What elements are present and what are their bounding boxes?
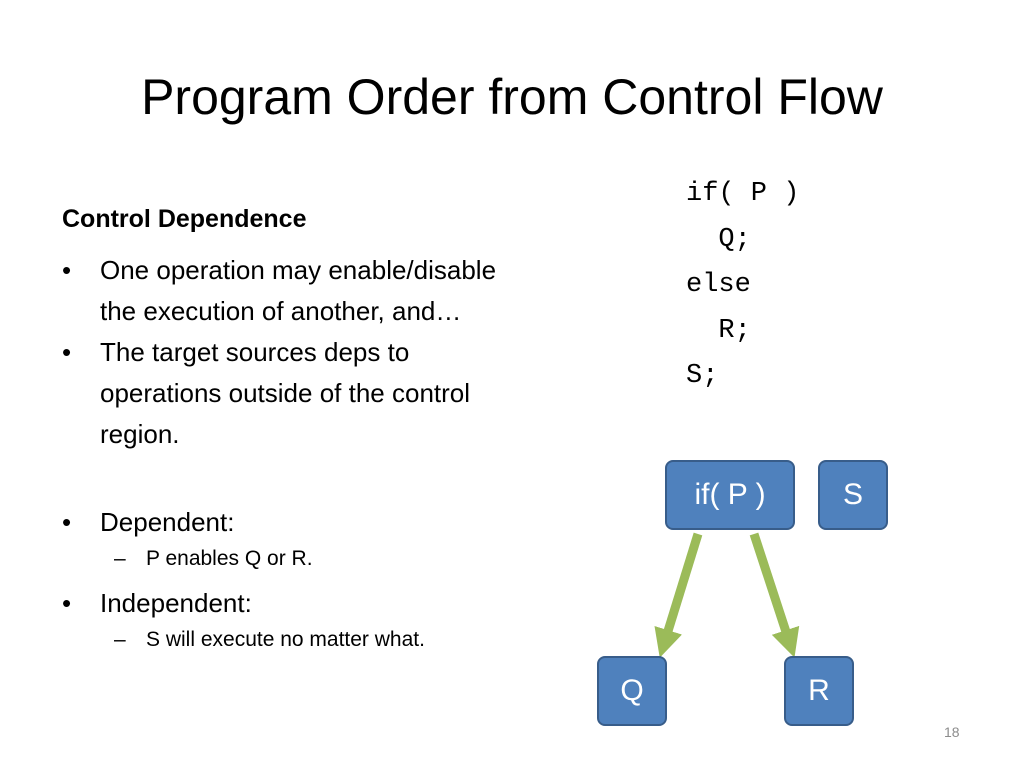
edge-arrow-if-to-q: [654, 532, 703, 658]
bullet-item: One operation may enable/disable the exe…: [62, 250, 522, 332]
node-if-p: if( P ): [665, 460, 795, 530]
bullet-item: Dependent:: [62, 502, 522, 543]
edge-arrow-if-to-r: [749, 532, 800, 658]
code-line: if( P ): [686, 179, 800, 209]
section-heading: Control Dependence: [62, 205, 307, 233]
code-line: S;: [686, 361, 719, 391]
node-q: Q: [597, 656, 667, 726]
bullet-item: Independent:: [62, 583, 522, 624]
page-number: 18: [944, 724, 960, 740]
sub-bullet-item: P enables Q or R.: [100, 543, 522, 575]
code-line: R;: [686, 315, 751, 346]
slide-title: Program Order from Control Flow: [141, 69, 883, 125]
node-s: S: [818, 460, 888, 530]
sub-bullet-item: S will execute no matter what.: [100, 624, 522, 656]
bullet-list: One operation may enable/disable the exe…: [62, 250, 522, 656]
bullet-item: The target sources deps to operations ou…: [62, 332, 522, 455]
node-r: R: [784, 656, 854, 726]
code-line: else: [686, 270, 751, 300]
code-block: if( P ) Q; else R; S;: [686, 172, 799, 400]
code-line: Q;: [686, 224, 751, 255]
